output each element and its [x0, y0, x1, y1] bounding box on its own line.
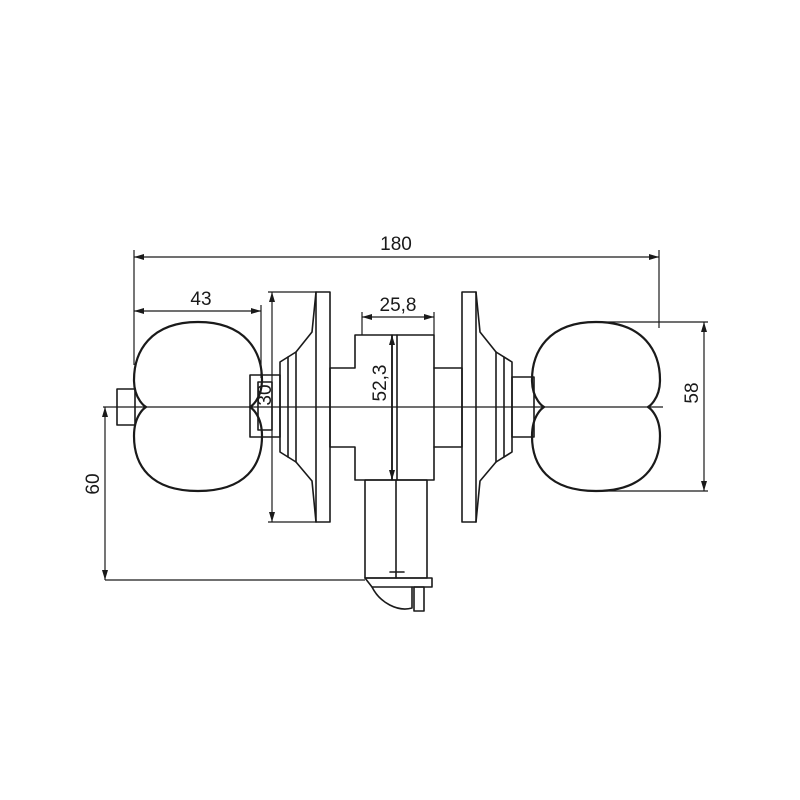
dimension-overall-length: 180: [133, 234, 660, 365]
dimension-label-overall: 180: [380, 234, 412, 255]
right-knob: [511, 320, 662, 493]
dimension-label-chassis-height: 52,3: [370, 365, 391, 402]
dimension-spindle: 30: [255, 384, 276, 405]
dimension-knob-length: 43: [134, 289, 262, 378]
dimension-label-latch-width: 25,8: [380, 295, 417, 316]
left-spindle: [116, 388, 136, 426]
dimension-latch-width: 25,8: [361, 295, 435, 335]
dimension-label-knob-diameter: 58: [682, 382, 703, 403]
dimension-rose-height: [268, 291, 316, 523]
dimension-label-spindle: 30: [255, 384, 276, 405]
dimension-label-knob-length: 43: [190, 289, 211, 310]
dimension-label-backset: 60: [83, 473, 104, 494]
right-rose: [461, 291, 513, 523]
latch-bolt: [364, 479, 433, 612]
left-rose: [279, 291, 331, 523]
dimension-chassis-height: 52,3: [370, 335, 395, 480]
dimension-knob-diameter: 58: [600, 321, 708, 492]
dimension-backset: 60: [83, 407, 365, 581]
